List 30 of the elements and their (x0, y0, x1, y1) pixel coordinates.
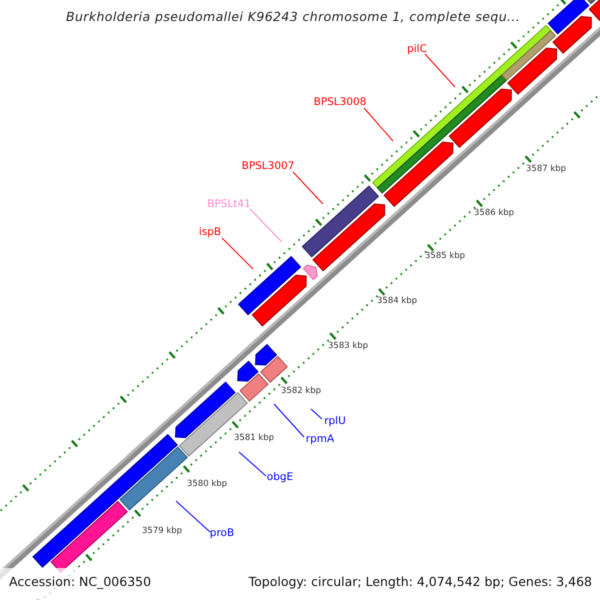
gene-label: rplU (324, 416, 346, 426)
scale-label: 3582 kbp (281, 386, 322, 396)
leader-line (222, 238, 254, 270)
accession-text: Accession: NC_006350 (9, 576, 152, 588)
scale-label: 3585 kbp (425, 252, 466, 260)
leader-line (274, 404, 304, 438)
scale-label: 3586 kbp (474, 208, 514, 218)
leader-line (364, 108, 394, 142)
leader-line (176, 500, 210, 532)
gene-label: pilC (407, 44, 427, 54)
gene-label: rpmA (306, 434, 334, 444)
leader-line (238, 452, 266, 476)
gene-label: BPSL3008 (314, 96, 366, 108)
scale-label: 3581 kbp (234, 434, 274, 442)
map-title: Burkholderia pseudomallei K96243 chromosome 1, complete sequ... (66, 11, 520, 24)
leader-line (424, 54, 456, 88)
gene-label: obgE (266, 472, 294, 482)
leader-line (250, 208, 282, 242)
gene-label: BPSL3007 (242, 160, 294, 172)
leader-line (310, 408, 322, 420)
scale-label: 3580 kbp (187, 480, 228, 488)
summary-text: Topology: circular; Length: 4,074,542 bp; Genes: 3,468 (248, 576, 592, 588)
gene-label: ispB (198, 226, 222, 238)
scale-label: 3587 kbp (526, 164, 566, 174)
leader-line (292, 172, 324, 204)
gene-label: proB (210, 528, 234, 538)
scale-label: 3583 kbp (328, 342, 368, 350)
gene-label: BPSLt41 (207, 198, 251, 210)
scale-label: 3579 kbp (142, 526, 182, 536)
scale-label: 3584 kbp (377, 296, 418, 306)
